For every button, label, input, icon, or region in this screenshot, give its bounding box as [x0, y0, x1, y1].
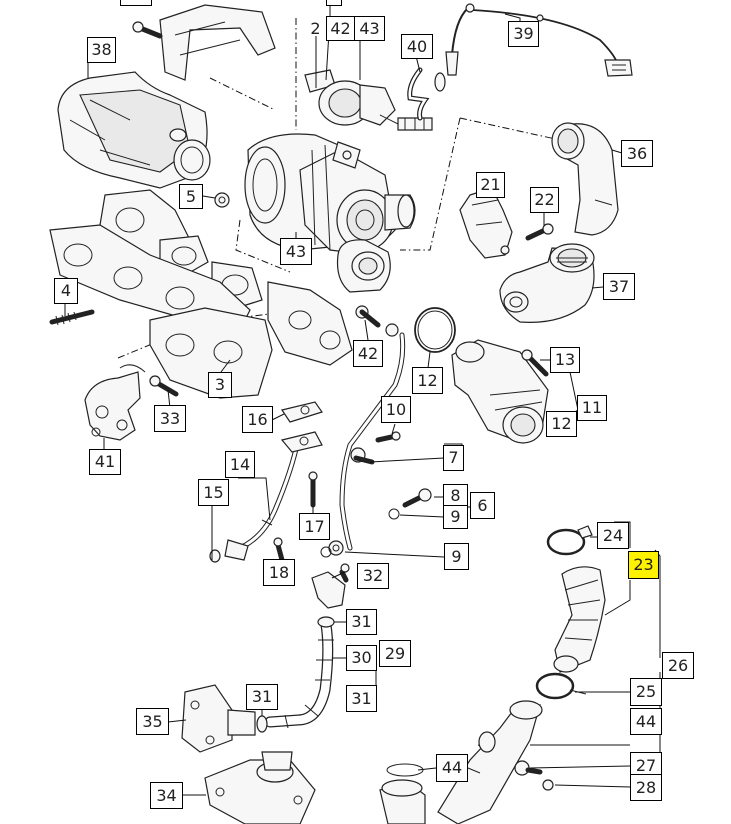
callout-12-left[interactable]: 12 — [412, 367, 443, 394]
callout-17[interactable]: 17 — [299, 513, 330, 540]
leader-lines — [64, 0, 661, 800]
callout-42-top[interactable]: 42 — [326, 16, 355, 41]
callout-4[interactable]: 4 — [54, 278, 78, 304]
callout-2[interactable]: 2 — [310, 18, 321, 38]
callout-40[interactable]: 40 — [401, 34, 433, 59]
manifold-boundary — [117, 311, 286, 359]
callout-14[interactable]: 14 — [225, 451, 255, 478]
bolt-18 — [273, 537, 285, 563]
callout-11[interactable]: 11 — [577, 395, 607, 421]
callout-23-highlighted[interactable]: 23 — [628, 551, 659, 579]
pressure-hose-23 — [553, 566, 606, 673]
bolt-top-left — [132, 21, 163, 39]
housing-35 — [181, 684, 256, 753]
callout-partial-top-left — [120, 0, 152, 6]
callout-36[interactable]: 36 — [621, 140, 653, 167]
callout-26[interactable]: 26 — [662, 652, 694, 679]
callout-partial-top-center — [326, 0, 342, 6]
bracket-21 — [459, 187, 513, 259]
wastegate-actuator-2 — [304, 69, 433, 131]
callout-25[interactable]: 25 — [630, 678, 662, 706]
stud-4 — [49, 309, 95, 326]
oil-line — [328, 323, 406, 556]
callout-33[interactable]: 33 — [154, 405, 186, 432]
connector-44 — [379, 763, 426, 824]
callout-13[interactable]: 13 — [550, 347, 580, 373]
turbo-group-boundary — [209, 77, 276, 111]
heatshield-boundary — [235, 219, 291, 273]
charge-air-pipe-11 — [451, 339, 549, 444]
callout-38[interactable]: 38 — [87, 37, 116, 63]
washer-9 — [320, 508, 400, 558]
callout-43-top[interactable]: 43 — [354, 16, 385, 41]
callout-31-bottom[interactable]: 31 — [346, 685, 377, 712]
callout-10[interactable]: 10 — [381, 396, 411, 423]
upper-heat-shield — [159, 4, 276, 81]
sensor-32 — [311, 563, 350, 609]
gasket-16 — [280, 401, 323, 453]
intake-pipe-boundary — [459, 117, 561, 141]
turbocharger — [244, 133, 416, 256]
callout-28[interactable]: 28 — [630, 774, 662, 801]
exhaust-temp-sensor-39 — [445, 3, 633, 77]
callout-5[interactable]: 5 — [179, 184, 203, 209]
breather-hose-30 — [264, 619, 334, 729]
support-bracket-41 — [84, 364, 146, 441]
bolt-28 — [542, 779, 554, 791]
callout-6[interactable]: 6 — [470, 492, 495, 519]
bolt-7 — [350, 447, 375, 465]
callout-21[interactable]: 21 — [476, 172, 505, 198]
callout-44-left[interactable]: 44 — [436, 754, 468, 782]
oil-filter-housing-34 — [204, 751, 316, 824]
callout-16[interactable]: 16 — [242, 406, 273, 433]
bolt-10 — [375, 431, 401, 443]
callout-9-upper[interactable]: 9 — [443, 505, 468, 529]
callout-35[interactable]: 35 — [136, 708, 169, 735]
callout-34[interactable]: 34 — [150, 782, 183, 809]
callout-43[interactable]: 43 — [280, 238, 312, 265]
hose-clamp-25 — [535, 672, 587, 700]
compressor-outlet — [336, 239, 391, 293]
callout-22[interactable]: 22 — [530, 187, 559, 213]
banjo-bolt-8 — [402, 488, 432, 508]
callout-39[interactable]: 39 — [508, 21, 539, 47]
hose-clamp-24 — [546, 525, 593, 556]
charge-pipe-26 — [437, 700, 543, 824]
o-ring-12 — [414, 307, 456, 353]
callout-9-lower[interactable]: 9 — [444, 543, 469, 570]
nut-42 — [355, 305, 381, 328]
elbow-pipe-37 — [499, 243, 595, 323]
vacuum-line-40 — [407, 67, 446, 121]
bolt-13 — [521, 349, 549, 377]
callout-44-right[interactable]: 44 — [630, 708, 662, 735]
callout-7[interactable]: 7 — [443, 445, 464, 471]
callout-15[interactable]: 15 — [198, 479, 229, 506]
nut-5 — [214, 192, 230, 208]
callout-24[interactable]: 24 — [597, 522, 629, 549]
banjo-bolt-17 — [308, 471, 318, 508]
exhaust-manifold-3 — [149, 281, 353, 399]
intake-pipe-boundary — [400, 117, 461, 251]
heat-shield-38 — [57, 71, 211, 189]
callout-41[interactable]: 41 — [89, 449, 121, 475]
callout-18[interactable]: 18 — [263, 559, 295, 586]
bolt-27 — [514, 760, 543, 776]
callout-31-top[interactable]: 31 — [346, 609, 377, 635]
bolt-22 — [525, 223, 554, 241]
bolt-33 — [149, 375, 179, 397]
callout-12-right[interactable]: 12 — [546, 411, 577, 437]
callout-31-left[interactable]: 31 — [246, 684, 278, 710]
intake-hose-36 — [551, 122, 619, 236]
callout-3[interactable]: 3 — [208, 372, 232, 398]
callout-42[interactable]: 42 — [353, 340, 383, 367]
callout-37[interactable]: 37 — [603, 273, 635, 300]
callout-29[interactable]: 29 — [379, 640, 411, 667]
callout-32[interactable]: 32 — [357, 563, 389, 589]
callout-30[interactable]: 30 — [346, 645, 377, 671]
